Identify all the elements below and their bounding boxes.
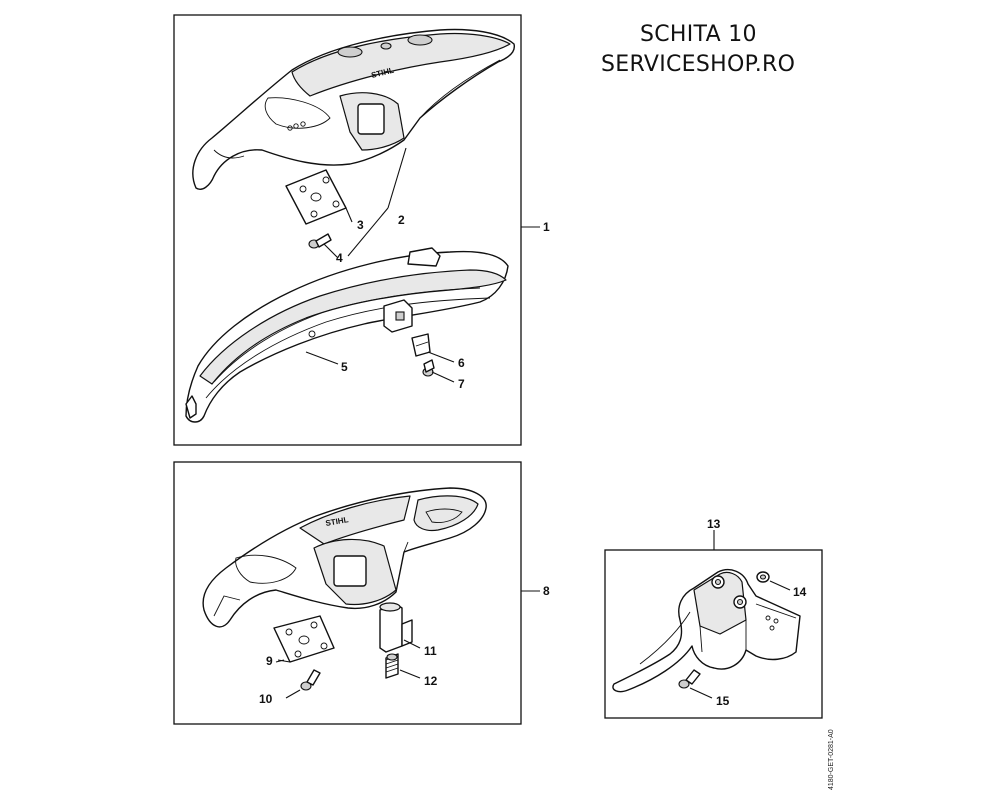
callout-8: 8 [543, 584, 550, 598]
callout-4: 4 [336, 251, 343, 265]
callout-15: 15 [716, 694, 730, 708]
callout-11: 11 [424, 644, 437, 658]
callout-7: 7 [458, 377, 465, 391]
mounting-bracket-13 [612, 568, 801, 693]
deflector-guard-8: STIHL [202, 487, 487, 628]
callout-12: 12 [424, 674, 438, 688]
callout-2: 2 [398, 213, 405, 227]
brand-mark-lower: STIHL [325, 515, 349, 528]
spring-12 [385, 653, 399, 679]
deflector-guard-upper: STIHL [192, 28, 515, 190]
drawing-code: 4180-GET-0281-A0 [828, 729, 835, 790]
callout-13: 13 [707, 517, 721, 531]
clip-6 [411, 333, 431, 357]
callout-6: 6 [458, 356, 465, 370]
callout-9: 9 [266, 654, 273, 668]
screw-7 [422, 359, 435, 377]
leader-lines-panel-13 [689, 580, 791, 699]
diagram-title: SCHITA 10 [640, 22, 757, 47]
callout-3: 3 [357, 218, 364, 232]
plate-9 [273, 615, 335, 663]
assembly-box-8 [173, 461, 522, 725]
callout-5: 5 [341, 360, 348, 374]
screw-15 [678, 669, 701, 689]
assembly-box-1 [173, 14, 522, 446]
deflector-guard-lower-5 [185, 247, 509, 423]
leader-lines-panel-1 [305, 147, 540, 383]
screw-4 [308, 233, 332, 249]
callout-1: 1 [543, 220, 550, 234]
washer-14 [756, 571, 770, 583]
callout-10: 10 [259, 692, 273, 706]
plate-3 [285, 169, 347, 225]
diagram-subtitle: SERVICESHOP.RO [601, 52, 796, 77]
bracket-11 [379, 602, 413, 653]
callout-14: 14 [793, 585, 807, 599]
leader-lines-panel-8 [275, 590, 540, 699]
screw-10 [300, 669, 321, 691]
